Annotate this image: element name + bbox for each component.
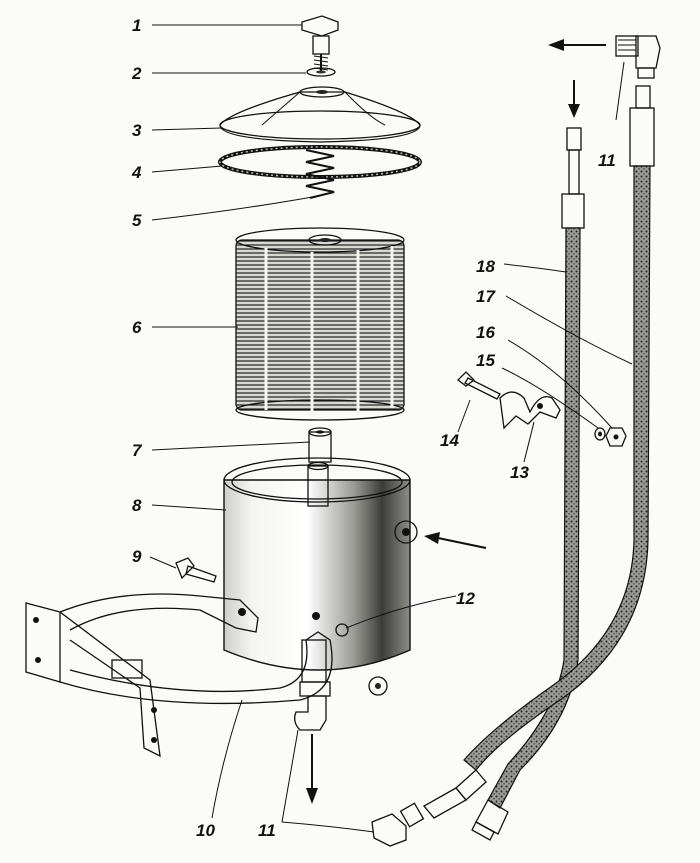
spring-part-5 xyxy=(305,149,335,199)
label-7: 7 xyxy=(132,441,143,460)
label-6: 6 xyxy=(132,318,142,337)
elbow-fitting-part-11-lower xyxy=(294,676,388,731)
housing-part-8 xyxy=(223,457,418,683)
washer-part-15 xyxy=(594,427,606,441)
label-13: 13 xyxy=(510,463,529,482)
label-14: 14 xyxy=(440,431,459,450)
washer-part-2 xyxy=(306,67,336,77)
bolt-part-9 xyxy=(175,557,217,583)
flow-arrow-top xyxy=(548,39,606,51)
flow-arrow-down-hose xyxy=(568,80,580,118)
filter-element-part-6 xyxy=(235,227,405,421)
elbow-fitting-part-11-bottom xyxy=(371,802,425,847)
flow-arrow-inlet xyxy=(424,532,487,549)
label-1: 1 xyxy=(132,16,141,35)
label-4: 4 xyxy=(131,163,142,182)
hose-part-18 xyxy=(471,127,585,841)
bracket-part-13 xyxy=(499,391,561,430)
label-12: 12 xyxy=(456,589,475,608)
bolt-part-1 xyxy=(301,15,339,72)
label-3: 3 xyxy=(132,121,142,140)
label-2: 2 xyxy=(131,64,142,83)
label-8: 8 xyxy=(132,496,142,515)
bolt-part-14 xyxy=(457,371,501,400)
label-10: 10 xyxy=(196,821,215,840)
label-16: 16 xyxy=(476,323,495,342)
label-11-bottom: 11 xyxy=(258,821,276,840)
label-11-top: 11 xyxy=(598,151,616,170)
nut-part-16 xyxy=(605,427,627,447)
center-tube-part-7 xyxy=(308,427,332,463)
hose-part-17 xyxy=(423,85,655,819)
label-5: 5 xyxy=(132,211,142,230)
lid-part-3 xyxy=(219,86,421,143)
label-9: 9 xyxy=(132,547,142,566)
label-18: 18 xyxy=(476,257,495,276)
leader-lines xyxy=(149,24,633,833)
gasket-part-4 xyxy=(218,145,422,179)
flow-arrow-outlet xyxy=(306,734,318,804)
label-17: 17 xyxy=(476,287,496,306)
clamp-part-10 xyxy=(25,593,333,758)
label-15: 15 xyxy=(476,351,495,370)
elbow-fitting-part-11-top xyxy=(615,35,661,79)
